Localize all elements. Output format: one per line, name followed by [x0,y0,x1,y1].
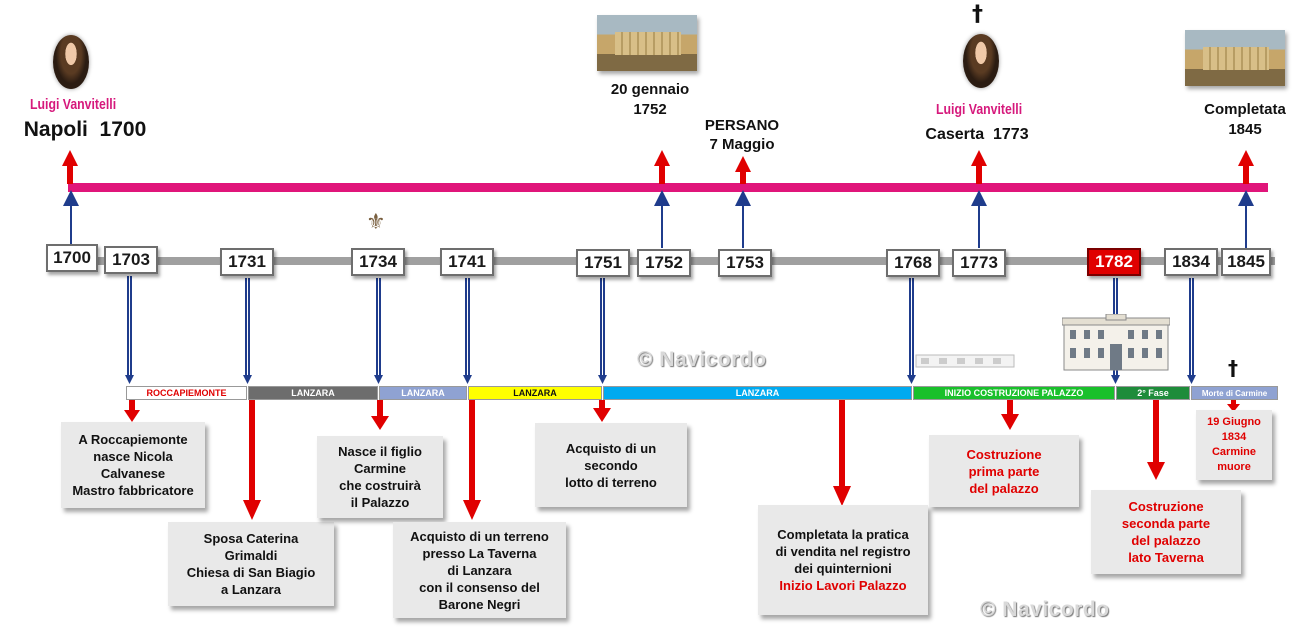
portrait-vanvitelli-birth [53,35,89,89]
year-box: 1834 [1164,248,1218,276]
note-pratica-text: Completata la pratica di vendita nel reg… [775,527,911,576]
year-box: 1751 [576,249,630,277]
year-box: 1768 [886,249,940,277]
note-prima-parte: Costruzione prima parte del palazzo [929,435,1079,507]
note-pratica: Completata la pratica di vendita nel reg… [758,505,928,615]
year-box: 1731 [220,248,274,276]
note-sposa: Sposa Caterina Grimaldi Chiesa di San Bi… [168,522,334,606]
note-morte: 19 Giugno 1834 Carmine muore [1196,410,1272,480]
painting-reggia-1752 [597,15,697,71]
segment-lanzara-2: LANZARA [379,386,467,400]
note-pratica-red: Inizio Lavori Palazzo [779,578,907,593]
segment-lanzara-4: LANZARA [603,386,912,400]
palazzo-sketch-icon [915,354,1015,368]
segment-seconda-fase: 2° Fase [1116,386,1190,400]
watermark: © Navicordo [637,348,767,371]
year-box: 1703 [104,246,158,274]
note-terreno: Acquisto di un terreno presso La Taverna… [393,522,566,618]
note-secondo-lotto: Acquisto di un secondo lotto di terreno [535,423,687,507]
year-box-highlight: 1782 [1087,248,1141,276]
segment-lanzara-1: LANZARA [248,386,378,400]
segment-morte-carmine: Morte di Carmine [1191,386,1278,400]
segment-roccapiemonte: ROCCAPIEMONTE [126,386,247,400]
painting-reggia-1845 [1185,30,1285,86]
cross-icon: † [972,2,983,27]
birth-name: Luigi Vanvitelli [30,96,117,113]
completed-label: Completata 1845 [1204,101,1286,138]
portrait-vanvitelli-death [963,34,999,88]
year-box: 1741 [440,248,494,276]
year-box: 1753 [718,249,772,277]
cross-icon-carmine: † [1228,356,1238,380]
segment-inizio-costruzione: INIZIO COSTRUZIONE PALAZZO [913,386,1115,400]
year-box: 1752 [637,249,691,277]
year-box: 1700 [46,244,98,272]
fleur-icon: ⚜ [366,210,386,235]
persano-label: PERSANO 7 Maggio [704,117,780,153]
note-roccapiemonte: A Roccapiemonte nasce Nicola Calvanese M… [61,422,205,508]
death-name: Luigi Vanvitelli [936,101,1023,118]
segment-lanzara-3: LANZARA [468,386,602,400]
year-box: 1845 [1221,248,1271,276]
birth-place: Napoli 1700 [23,118,147,141]
date-1752: 20 gennaio 1752 [610,81,690,118]
year-box: 1734 [351,248,405,276]
death-place: Caserta 1773 [925,126,1029,143]
palazzo-icon [1062,314,1170,371]
year-box: 1773 [952,249,1006,277]
note-seconda-parte: Costruzione seconda parte del palazzo la… [1091,490,1241,574]
watermark: © Navicordo [980,598,1110,621]
upper-timeline [68,183,1268,192]
note-figlio: Nasce il figlio Carmine che costruirà il… [317,436,443,518]
